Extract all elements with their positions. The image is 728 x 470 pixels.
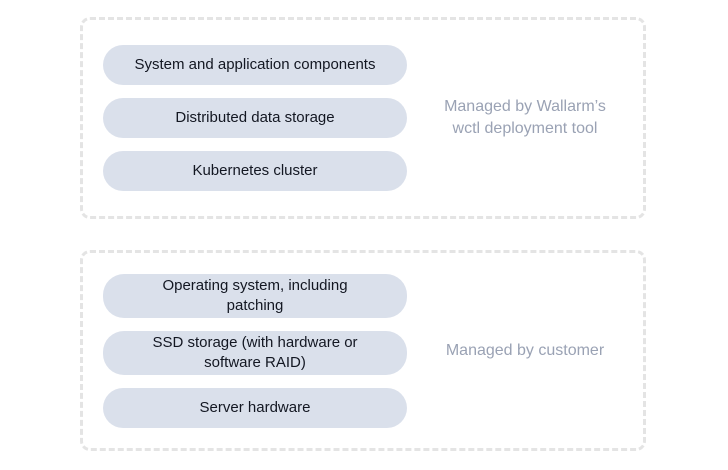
component-label: Distributed data storage (175, 109, 335, 126)
component-operating-system: Operating system, including patching (103, 273, 407, 318)
component-distributed-data-storage: Distributed data storage (103, 98, 407, 138)
group-label-customer: Managed by customer (407, 340, 643, 362)
customer-components-list: Operating system, including patching SSD… (103, 273, 407, 428)
component-label: Kubernetes cluster (192, 162, 318, 179)
component-kubernetes-cluster: Kubernetes cluster (103, 151, 407, 191)
group-label-line: Managed by Wallarm’s (444, 98, 606, 115)
component-label: patching (226, 296, 284, 314)
component-label: SSD storage (with hardware or (152, 333, 358, 351)
component-label: System and application components (134, 56, 376, 73)
group-label-line: Managed by customer (445, 341, 605, 359)
group-label-line: wctl deployment tool (452, 120, 598, 137)
group-label-wallarm: Managed by Wallarm’s wctl deployment too… (407, 96, 643, 140)
component-label: software RAID) (204, 353, 306, 371)
component-ssd-storage: SSD storage (with hardware or software R… (103, 330, 407, 375)
group-customer-managed: Operating system, including patching SSD… (80, 250, 646, 451)
group-wallarm-managed: System and application components Distri… (80, 17, 646, 219)
wallarm-components-list: System and application components Distri… (103, 45, 407, 191)
component-server-hardware: Server hardware (103, 387, 407, 428)
component-system-and-application: System and application components (103, 45, 407, 85)
component-label: Server hardware (199, 398, 311, 416)
component-label: Operating system, including (162, 276, 348, 294)
